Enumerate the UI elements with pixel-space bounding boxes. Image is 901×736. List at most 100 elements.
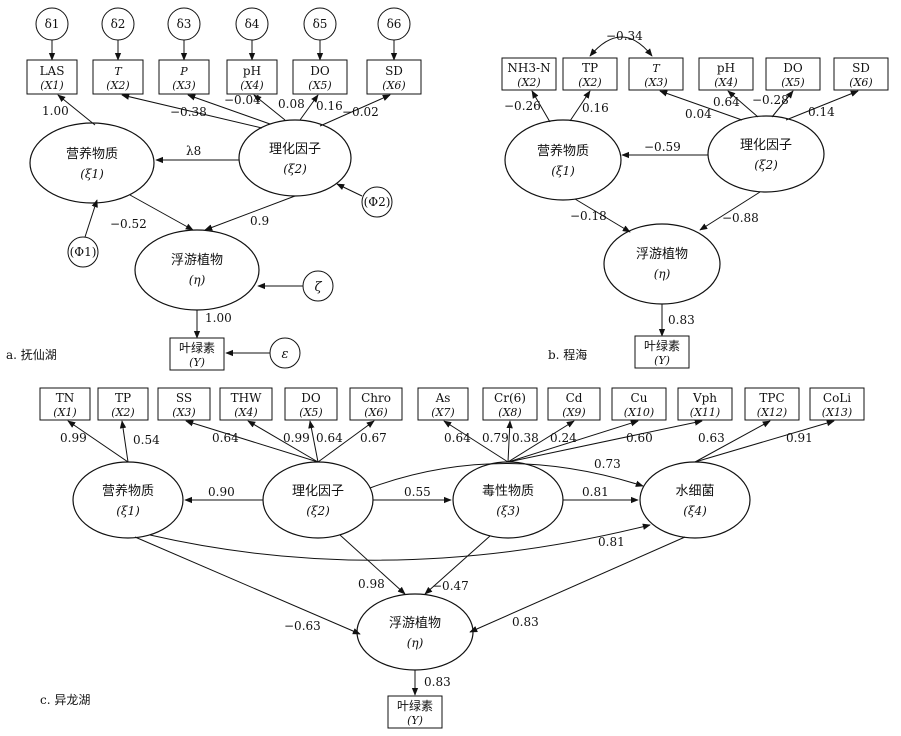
- panel-c-chlorophyll: 叶绿素 (Y): [387, 695, 443, 729]
- path-value: 0.81: [598, 535, 625, 549]
- loading-value: 1.00: [42, 104, 69, 118]
- indicator-sub: (X11): [690, 406, 720, 419]
- panel-c-coefficients: 0.99 0.54 0.64 0.99 0.64 0.67 0.64 0.79 …: [60, 431, 813, 689]
- indicator-label: Cu: [631, 391, 648, 405]
- loading-value: 0.67: [360, 431, 387, 445]
- panel-b-indicators: NH3-N (X2) TP (X2) T (X3) pH (X4) DO (X5…: [501, 57, 889, 91]
- chl-sub: (Y): [189, 356, 205, 369]
- corr-value: −0.34: [606, 29, 643, 43]
- loading-value: 0.14: [808, 105, 835, 119]
- indicator-label: CoLi: [823, 391, 851, 405]
- zeta-label: ζ: [314, 280, 322, 295]
- error-label: δ6: [387, 17, 402, 31]
- error-label: δ3: [177, 17, 192, 31]
- loading-value: 0.04: [685, 107, 712, 121]
- epsilon-label: ε: [282, 347, 289, 362]
- indicator-label: Cr(6): [494, 391, 526, 405]
- latent-sub: (ξ2): [754, 158, 778, 172]
- loading-value: −0.02: [342, 105, 379, 119]
- indicator-label: DO: [783, 61, 803, 75]
- indicator-label: As: [435, 391, 451, 405]
- loading-value: 0.64: [316, 431, 343, 445]
- indicator-label: DO: [310, 64, 330, 78]
- path-value: 0.83: [424, 675, 451, 689]
- error-label: δ2: [111, 17, 126, 31]
- indicator-label: SD: [385, 64, 403, 78]
- indicator-label: T: [114, 65, 123, 78]
- latent-sub: (ξ1): [551, 164, 575, 178]
- loading-value: −0.26: [504, 99, 541, 113]
- panel-a-edges: [57, 93, 391, 357]
- indicator-sub: (X1): [40, 79, 63, 92]
- loading-value: 0.24: [550, 431, 577, 445]
- panel-a: δ1 δ2 δ3 δ4 δ5 δ6 LAS (X1) T (X2): [6, 7, 422, 371]
- indicator-label: DO: [301, 391, 321, 405]
- indicator-sub: (X3): [644, 76, 667, 89]
- indicator-sub: (X2): [517, 76, 540, 89]
- indicator-sub: (X6): [382, 79, 405, 92]
- path-value: 0.83: [512, 615, 539, 629]
- panel-c-caption: c. 异龙湖: [40, 692, 90, 707]
- path-value: −0.52: [110, 217, 147, 231]
- indicator-sub: (X3): [172, 79, 195, 92]
- panel-b-latents: 营养物质 (ξ1) 理化因子 (ξ2) 浮游植物 (η): [504, 115, 825, 305]
- panel-a-latents: 营养物质 (ξ1) 理化因子 (ξ2) 浮游植物 (η): [29, 119, 352, 311]
- indicator-sub: (X9): [562, 406, 585, 419]
- indicator-sub: (X13): [822, 406, 852, 419]
- path-value: −0.63: [284, 619, 321, 633]
- indicator-sub: (X7): [431, 406, 454, 419]
- latent-sub: (η): [407, 636, 424, 650]
- indicator-sub: (X5): [781, 76, 804, 89]
- indicator-sub: (X1): [53, 406, 76, 419]
- indicator-label: TP: [582, 61, 598, 75]
- panel-b-edges: [531, 90, 859, 337]
- panel-a-residuals: (Φ1) (Φ2) ζ ε: [67, 186, 393, 369]
- error-label: δ1: [45, 17, 60, 31]
- indicator-label: Chro: [361, 391, 391, 405]
- indicator-label: pH: [717, 61, 735, 75]
- phi1-label: (Φ1): [70, 245, 97, 259]
- indicator-label: LAS: [40, 64, 65, 78]
- latent-sub: (ξ2): [306, 504, 330, 518]
- loading-value: −0.28: [752, 93, 789, 107]
- latent-label: 浮游植物: [636, 247, 688, 262]
- panel-c-indicators: TN (X1) TP (X2) SS (X3) THW (X4) DO (X5)…: [39, 387, 865, 421]
- indicator-sub: (X2): [578, 76, 601, 89]
- phi2-label: (Φ2): [364, 195, 391, 209]
- loading-value: −0.04: [224, 93, 261, 107]
- loading-value: 0.99: [283, 431, 310, 445]
- indicator-label: Cd: [566, 391, 583, 405]
- latent-sub: (η): [189, 273, 206, 287]
- indicator-sub: (X10): [624, 406, 654, 419]
- loading-value: 0.16: [582, 101, 609, 115]
- indicator-label: pH: [243, 64, 261, 78]
- chl-label: 叶绿素: [179, 340, 215, 355]
- indicator-label: SD: [852, 61, 870, 75]
- latent-sub: (ξ1): [80, 167, 104, 181]
- loading-value: 0.16: [316, 99, 343, 113]
- panel-b: −0.34 NH3-N (X2) TP (X2) T (X3) pH (X4) …: [501, 29, 889, 369]
- loading-value: 0.60: [626, 431, 653, 445]
- indicator-sub: (X12): [757, 406, 787, 419]
- error-label: δ5: [313, 17, 328, 31]
- loading-value: 0.38: [512, 431, 539, 445]
- loading-value: 0.08: [278, 97, 305, 111]
- panel-c-latents: 营养物质 (ξ1) 理化因子 (ξ2) 毒性物质 (ξ3) 水细菌 (ξ4) 浮…: [72, 461, 751, 671]
- chl-sub: (Y): [654, 354, 670, 367]
- path-value: −0.47: [432, 579, 469, 593]
- chl-label: 叶绿素: [397, 698, 433, 713]
- indicator-label: THW: [231, 391, 262, 405]
- indicator-label: NH3-N: [507, 61, 550, 75]
- indicator-sub: (X3): [172, 406, 195, 419]
- latent-label: 毒性物质: [482, 484, 534, 499]
- panel-c-edges: [67, 419, 835, 696]
- latent-label: 浮游植物: [171, 253, 223, 268]
- path-value: −0.18: [570, 209, 607, 223]
- indicator-sub: (X6): [364, 406, 387, 419]
- indicator-sub: (X2): [111, 406, 134, 419]
- latent-label: 水细菌: [675, 484, 714, 499]
- latent-label: 营养物质: [102, 483, 154, 499]
- path-value: 0.83: [668, 313, 695, 327]
- path-lambda: λ8: [186, 144, 201, 158]
- path-value: 0.90: [208, 485, 235, 499]
